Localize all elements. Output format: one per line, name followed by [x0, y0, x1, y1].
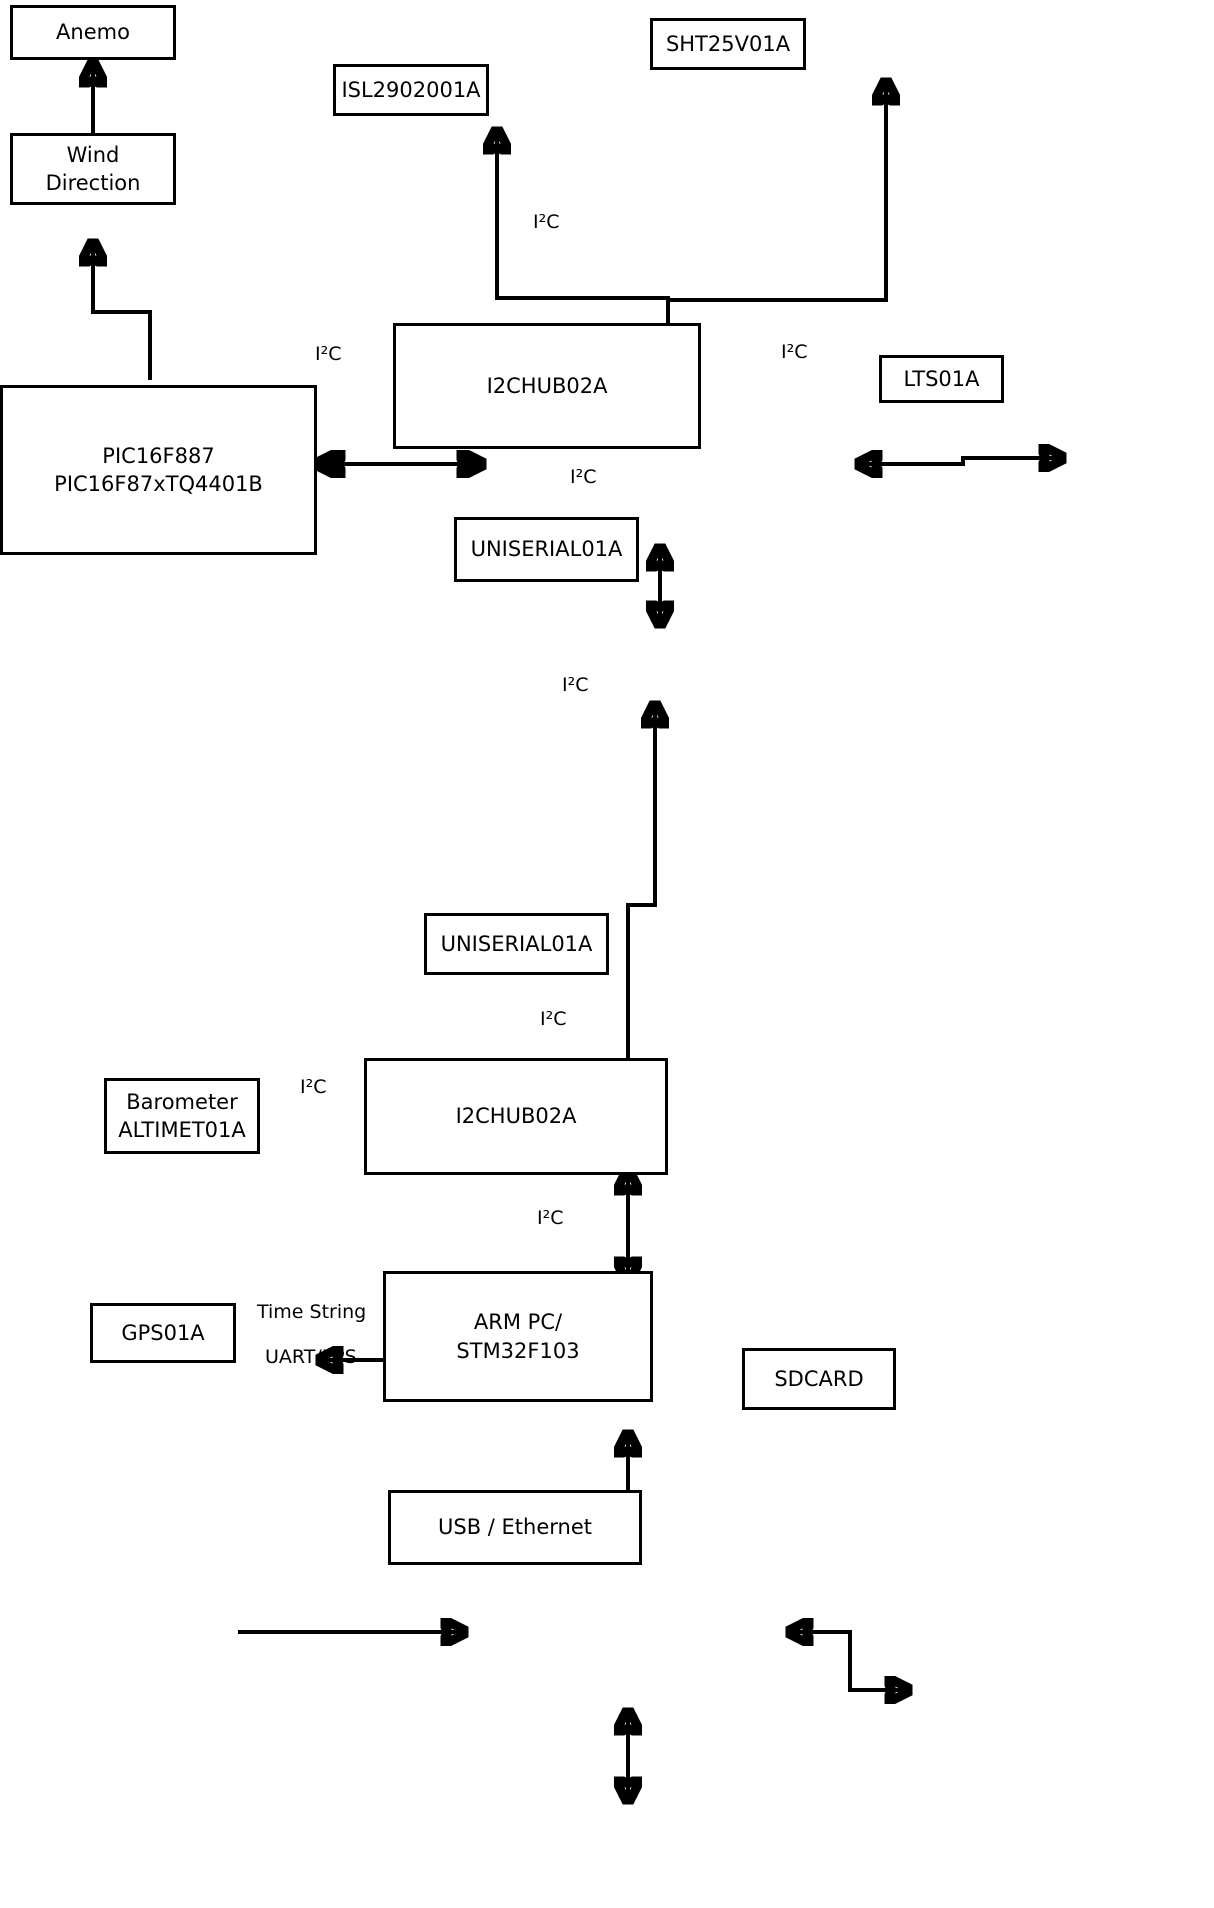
node-sdcard-label: SDCARD	[774, 1366, 864, 1391]
wire-arm-sdcard	[790, 1632, 908, 1690]
node-arm-pc[interactable]: ARM PC/ STM32F103	[383, 1271, 653, 1402]
node-sht25v01a[interactable]: SHT25V01A	[650, 18, 806, 70]
node-barometer-label: Barometer ALTIMET01A	[118, 1089, 246, 1142]
edge-label-i2c-sensors: I²C	[533, 211, 560, 233]
node-barometer-altimet01a[interactable]: Barometer ALTIMET01A	[104, 1078, 260, 1154]
node-gps-label: GPS01A	[121, 1320, 205, 1345]
wire-pic-wind	[93, 243, 152, 380]
edge-label-time-string: Time String	[257, 1301, 367, 1323]
edge-label-i2c-pic-hub: I²C	[315, 343, 342, 365]
edge-label-i2c-uniserial-uniserial: I²C	[562, 674, 589, 696]
node-sdcard[interactable]: SDCARD	[742, 1348, 896, 1410]
node-anemo-label: Anemo	[56, 20, 130, 45]
node-usb-ethernet[interactable]: USB / Ethernet	[388, 1490, 642, 1565]
edge-label-i2c-hub-uniserial: I²C	[570, 466, 597, 488]
node-wind-direction[interactable]: Wind Direction	[10, 133, 176, 205]
node-anemo[interactable]: Anemo	[10, 5, 176, 60]
node-pic-microcontroller[interactable]: PIC16F887 PIC16F87xTQ4401B	[0, 385, 317, 555]
node-arm-label: ARM PC/ STM32F103	[456, 1310, 580, 1363]
node-isl2902001a[interactable]: ISL2902001A	[333, 64, 489, 116]
node-i2chub-top-label: I2CHUB02A	[486, 373, 608, 398]
edge-label-i2c-uniserial-hub2: I²C	[540, 1008, 567, 1030]
node-lts01a[interactable]: LTS01A	[879, 355, 1004, 403]
node-uniserial-lower-label: UNISERIAL01A	[440, 931, 593, 956]
node-uniserial01a-upper[interactable]: UNISERIAL01A	[454, 517, 639, 582]
node-gps01a[interactable]: GPS01A	[90, 1303, 236, 1363]
wire-hub-sht	[668, 82, 886, 302]
node-lts-label: LTS01A	[903, 366, 980, 391]
edge-label-i2c-hub-lts: I²C	[781, 341, 808, 363]
node-sht-label: SHT25V01A	[665, 31, 791, 56]
node-i2chub02a-top[interactable]: I2CHUB02A	[393, 323, 701, 449]
node-uniserial-upper-label: UNISERIAL01A	[470, 537, 623, 562]
edge-label-uart-pps: UART/PPS	[265, 1346, 357, 1368]
node-uniserial01a-lower[interactable]: UNISERIAL01A	[424, 913, 609, 975]
edge-label-i2c-barometer-hub2: I²C	[300, 1076, 327, 1098]
wire-uniserial1-uniserial2	[628, 705, 655, 1102]
node-pic-label: PIC16F887 PIC16F87xTQ4401B	[54, 443, 263, 496]
node-i2chub02a-bottom[interactable]: I2CHUB02A	[364, 1058, 668, 1175]
wire-hub-lts	[859, 458, 1062, 464]
node-i2chub-bottom-label: I2CHUB02A	[455, 1104, 577, 1129]
node-usb-label: USB / Ethernet	[438, 1515, 592, 1540]
node-wind-direction-label: Wind Direction	[45, 142, 141, 195]
edge-label-i2c-hub2-arm: I²C	[537, 1207, 564, 1229]
node-isl-label: ISL2902001A	[341, 77, 481, 102]
